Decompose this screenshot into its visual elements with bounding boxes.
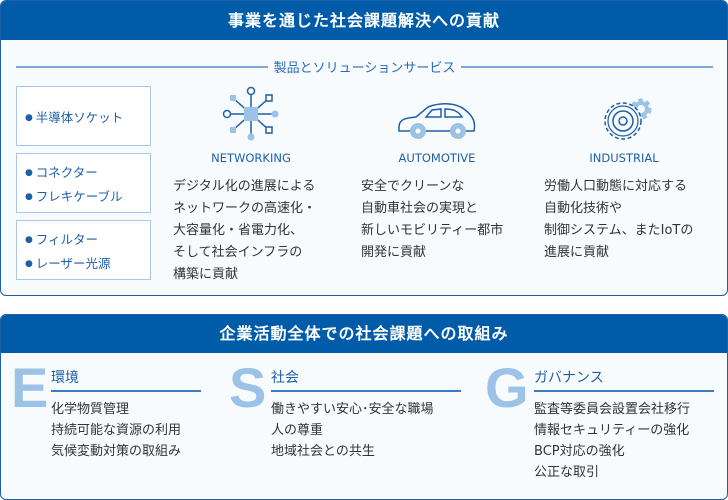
- letter-e: E: [11, 356, 49, 419]
- industrial-description: 労働人口動態に対応する自動化技術や制御システム、またIoTの進展に貢献: [544, 179, 694, 260]
- letter-g: G: [485, 356, 529, 419]
- networking-description: デジタル化の進展によるネットワークの高速化・大容量化・省電力化、そして社会インフ…: [173, 179, 317, 282]
- social-list: 働きやすい安心･安全な職場人の尊重地域社会との共生: [271, 402, 434, 459]
- product-box-socket: 半導体ソケット: [16, 86, 151, 146]
- pillar-title-social: 社会: [271, 367, 461, 392]
- category-industrial: INDUSTRIAL: [589, 151, 659, 165]
- category-networking: NETWORKING: [211, 151, 291, 165]
- network-icon: [222, 86, 279, 141]
- pillar-title-governance: ガバナンス: [534, 367, 714, 392]
- panel-title: 企業活動全体での社会課題への取組み: [1, 315, 727, 353]
- product-box-connector: コネクターフレキケーブル: [16, 153, 151, 213]
- pillar-title-environment: 環境: [51, 367, 201, 392]
- gear-icon: [604, 98, 652, 140]
- car-icon: [398, 103, 476, 139]
- letter-s: S: [229, 356, 267, 419]
- panel-title: 事業を通じた社会課題解決への貢献: [1, 1, 727, 40]
- corporate-activities-panel: 企業活動全体での社会課題への取組み E 環境 化学物質管理持続可能な資源の利用気…: [0, 314, 728, 500]
- product-box-filter: フィルターレーザー光源: [16, 220, 151, 280]
- social-contribution-panel: 事業を通じた社会課題解決への貢献 製品とソリューションサービス 半導体ソケット …: [0, 0, 728, 296]
- environment-list: 化学物質管理持続可能な資源の利用気候変動対策の取組み: [51, 402, 182, 459]
- category-automotive: AUTOMOTIVE: [398, 151, 476, 165]
- automotive-description: 安全でクリーンな自動車社会の実現と新しいモビリティー都市開発に貢献: [361, 179, 504, 260]
- section-subtitle: 製品とソリューションサービス: [16, 57, 713, 76]
